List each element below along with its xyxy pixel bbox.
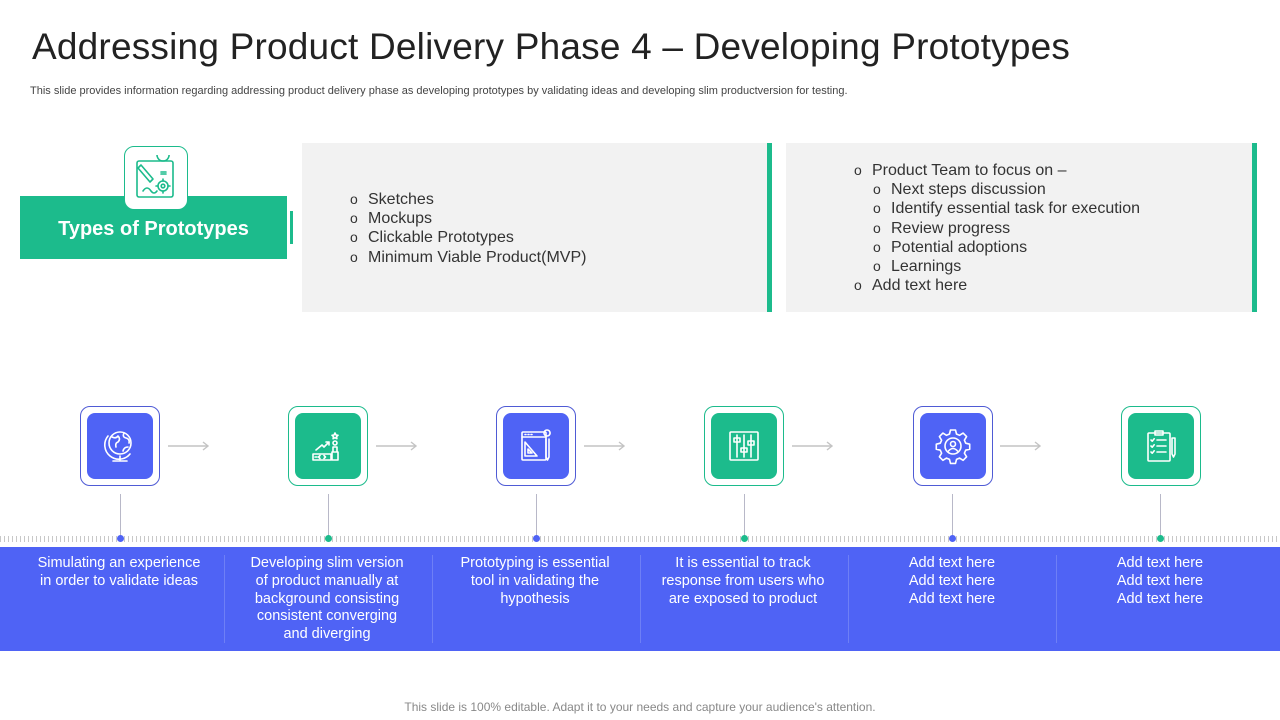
step-6-icon-box (1121, 406, 1201, 486)
step-1-icon-box (80, 406, 160, 486)
timeline-dot (325, 535, 332, 542)
gear-user-icon (920, 413, 986, 479)
footer-note: This slide is 100% editable. Adapt it to… (404, 700, 876, 714)
growth-stairs-icon (295, 413, 361, 479)
timeline-dot (949, 535, 956, 542)
list-subitem: Next steps discussion (854, 180, 1140, 199)
product-team-focus-panel: Product Team to focus on – Next steps di… (786, 143, 1257, 312)
connector-line (536, 494, 537, 536)
timeline-dot (741, 535, 748, 542)
arrow-right-icon (168, 441, 210, 451)
prototype-types-panel: Sketches Mockups Clickable Prototypes Mi… (302, 143, 772, 312)
accent-bar (290, 211, 293, 244)
timeline-dot (1157, 535, 1164, 542)
timeline-ruler (0, 536, 1280, 542)
globe-icon (87, 413, 153, 479)
list-item: Add text here (854, 276, 1140, 295)
list-item: Sketches (350, 190, 586, 209)
arrow-right-icon (376, 441, 418, 451)
checklist-icon (1128, 413, 1194, 479)
connector-line (120, 494, 121, 536)
arrow-right-icon (584, 441, 626, 451)
step-5-icon-box (913, 406, 993, 486)
connector-line (744, 494, 745, 536)
arrow-right-icon (1000, 441, 1042, 451)
sliders-icon (711, 413, 777, 479)
column-divider (432, 555, 433, 643)
page-subtitle: This slide provides information regardin… (30, 85, 848, 97)
step-4-icon-box (704, 406, 784, 486)
description-band (0, 547, 1280, 651)
list-item: Minimum Viable Product(MVP) (350, 248, 586, 267)
connector-line (328, 494, 329, 536)
page-title: Addressing Product Delivery Phase 4 – De… (32, 26, 1071, 67)
column-divider (224, 555, 225, 643)
list-subitem: Identify essential task for execution (854, 199, 1140, 218)
step-3-icon-box (496, 406, 576, 486)
column-divider (1056, 555, 1057, 643)
connector-line (1160, 494, 1161, 536)
design-tools-icon (503, 413, 569, 479)
list-subitem: Potential adoptions (854, 238, 1140, 257)
list-item: Product Team to focus on – (854, 161, 1140, 180)
list-subitem: Learnings (854, 257, 1140, 276)
list-subitem: Review progress (854, 219, 1140, 238)
list-item: Mockups (350, 209, 586, 228)
column-divider (848, 555, 849, 643)
timeline-dot (533, 535, 540, 542)
connector-line (952, 494, 953, 536)
step-2-icon-box (288, 406, 368, 486)
arrow-right-icon (792, 441, 834, 451)
list-item: Clickable Prototypes (350, 228, 586, 247)
timeline-dot (117, 535, 124, 542)
column-divider (640, 555, 641, 643)
sketch-idea-icon (124, 146, 188, 210)
